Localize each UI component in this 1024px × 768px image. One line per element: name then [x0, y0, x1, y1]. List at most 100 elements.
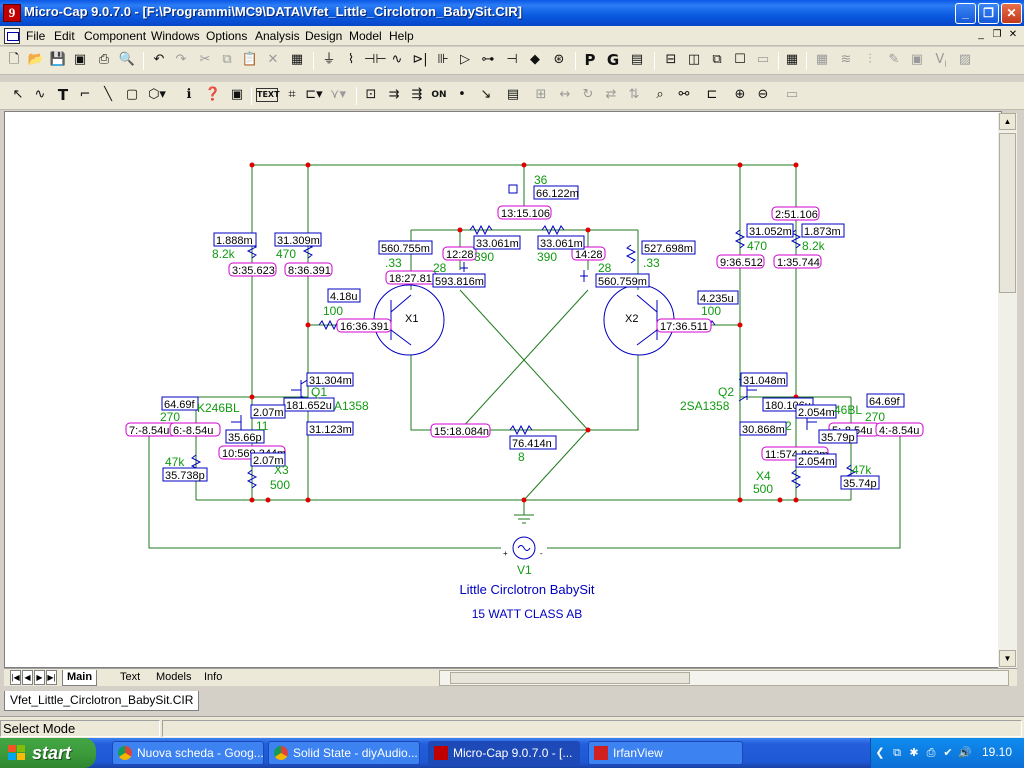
delete-icon[interactable]: ✕	[267, 52, 279, 67]
resistor-icon[interactable]: ⌇	[347, 52, 355, 67]
task-microcap[interactable]: Micro-Cap 9.0.7.0 - [...	[428, 741, 580, 765]
rlc-icon[interactable]: ⌗	[288, 87, 296, 102]
source-icon[interactable]: ⊛	[553, 52, 565, 67]
text-tool-icon[interactable]: T	[57, 86, 69, 104]
transistor-icon[interactable]: ⊣	[506, 52, 518, 67]
tab-main[interactable]: Main	[62, 670, 98, 686]
scroll-up-icon[interactable]: ▲	[999, 113, 1016, 130]
voltage-icon[interactable]: ⋎▾	[329, 87, 347, 102]
tray-volume-icon[interactable]: 🔊	[958, 747, 972, 759]
save-icon[interactable]: 💾	[49, 52, 67, 67]
title-bar[interactable]: 9 Micro-Cap 9.0.7.0 - [F:\Programmi\MC9\…	[0, 0, 1024, 26]
cut-icon[interactable]: ✂	[199, 52, 211, 67]
maximize-button[interactable]: ❐	[978, 3, 999, 24]
current-icon[interactable]: ⇉	[388, 87, 400, 102]
tab-models[interactable]: Models	[156, 671, 192, 683]
menu-help[interactable]: Help	[389, 29, 414, 43]
node-voltage-icon[interactable]: ⊡	[365, 87, 377, 102]
page-icon[interactable]: ▭	[756, 52, 770, 67]
battery-icon[interactable]: ⊪	[437, 52, 449, 67]
pin-icon[interactable]: ⊏▾	[305, 87, 323, 102]
center-icon[interactable]: ⊞	[535, 87, 547, 102]
app-icon[interactable]: 9	[3, 4, 21, 22]
clock[interactable]: 19.10	[981, 745, 1012, 759]
open-folder-icon[interactable]: 📂	[27, 52, 45, 67]
ground-icon[interactable]: ⏚	[322, 52, 336, 67]
zoom-in-icon[interactable]: ⊕	[734, 87, 746, 102]
menu-analysis[interactable]: Analysis	[255, 29, 300, 43]
info-icon[interactable]: ℹ	[186, 87, 192, 102]
task-irfanview[interactable]: IrfanView	[588, 741, 743, 765]
menu-edit[interactable]: Edit	[54, 29, 75, 43]
window-layout-icon[interactable]: ▤	[630, 52, 644, 67]
tray-network-icon[interactable]: ⧉	[893, 747, 901, 759]
menu-options[interactable]: Options	[206, 29, 248, 43]
minimize-button[interactable]: _	[955, 3, 976, 24]
opamp-icon[interactable]: ▷	[460, 52, 470, 67]
menu-windows[interactable]: Windows	[151, 29, 200, 43]
new-file-icon[interactable]: 🗋	[8, 52, 20, 67]
help-icon[interactable]: ❓	[204, 87, 222, 102]
window-icon[interactable]: ☐	[734, 52, 746, 67]
flip-h-icon[interactable]: ↔	[559, 87, 571, 102]
select-arrow-icon[interactable]: ↖	[12, 87, 24, 102]
component-icon[interactable]: ▢	[125, 87, 139, 102]
attribute-icon[interactable]: ▣	[230, 87, 244, 102]
tray-arrow-icon[interactable]: ❮	[875, 747, 885, 759]
save-all-icon[interactable]: ▣	[73, 52, 87, 67]
wave-icon[interactable]: ≋	[840, 52, 852, 67]
switch-icon[interactable]: ⊶	[481, 52, 495, 67]
line-icon[interactable]: ╲	[104, 87, 112, 102]
node-icon[interactable]: ◆	[530, 52, 540, 67]
g-button[interactable]: G	[606, 51, 620, 69]
image-icon[interactable]: ▣	[910, 52, 924, 67]
zoom-out-icon[interactable]: ⊖	[757, 87, 769, 102]
menu-component[interactable]: Component	[84, 29, 147, 43]
mdi-restore-button[interactable]: ❐	[992, 29, 1002, 40]
tray-bluetooth-icon[interactable]: ✱	[909, 747, 919, 759]
p-button[interactable]: P	[584, 51, 596, 69]
last-sheet-icon[interactable]: ▶|	[46, 670, 57, 685]
calculator-icon[interactable]: ▦	[785, 52, 799, 67]
task-chrome-2[interactable]: Solid State - diyAudio...	[268, 741, 420, 765]
document-icon[interactable]	[4, 28, 20, 44]
rotate-icon[interactable]: ↻	[582, 87, 594, 102]
camera-icon[interactable]: ▭	[785, 87, 799, 102]
power-icon[interactable]: ⇶	[411, 87, 423, 102]
wire-curve-icon[interactable]: ∿	[34, 87, 46, 102]
tab-info[interactable]: Info	[204, 671, 223, 683]
task-chrome-1[interactable]: Nuova scheda - Goog...	[112, 741, 264, 765]
cascade-icon[interactable]: ⧉	[712, 52, 722, 67]
properties-icon[interactable]: ▤	[506, 87, 520, 102]
select-all-icon[interactable]: ▦	[290, 52, 304, 67]
start-button[interactable]: start	[0, 738, 96, 768]
tile-vertical-icon[interactable]: ◫	[687, 52, 701, 67]
find-icon[interactable]: ⌕	[656, 87, 664, 102]
cursor-icon[interactable]: ↘	[480, 87, 492, 102]
menu-file[interactable]: File	[26, 29, 46, 43]
diode-icon[interactable]: ⊳|	[412, 52, 428, 67]
next-sheet-icon[interactable]: ▶	[34, 670, 45, 685]
vertical-scrollbar[interactable]: ▲ ▼	[998, 113, 1017, 668]
mdi-close-button[interactable]: ✕	[1008, 29, 1018, 40]
schematic-canvas[interactable]: 13:15.106 3:35.623 8:36.391 18:27.815 12…	[4, 111, 1002, 668]
first-sheet-icon[interactable]: |◀	[10, 670, 21, 685]
align-icon[interactable]: ⫶	[868, 52, 872, 67]
tab-text[interactable]: Text	[120, 671, 141, 683]
inductor-icon[interactable]: ∿	[391, 52, 403, 67]
copy-icon[interactable]: ⧉	[222, 52, 232, 67]
menu-model[interactable]: Model	[349, 29, 382, 43]
tray-printer-icon[interactable]: ⎙	[926, 747, 936, 759]
tile-horizontal-icon[interactable]: ⊟	[665, 52, 677, 67]
mirror-icon[interactable]: ⇄	[605, 87, 617, 102]
pin-connect-icon[interactable]: •—•	[456, 87, 469, 142]
undo-icon[interactable]: ↶	[153, 52, 165, 67]
close-button[interactable]: ✕	[1001, 3, 1022, 24]
vi-icon[interactable]: VI	[935, 52, 947, 69]
binoculars-icon[interactable]: ⚯	[678, 87, 690, 102]
menu-design[interactable]: Design	[305, 29, 343, 43]
grid-icon[interactable]: ▦	[815, 52, 829, 67]
redo-icon[interactable]: ↷	[175, 52, 187, 67]
scroll-down-icon[interactable]: ▼	[999, 650, 1016, 667]
probe-icon[interactable]: ✎	[888, 52, 900, 67]
